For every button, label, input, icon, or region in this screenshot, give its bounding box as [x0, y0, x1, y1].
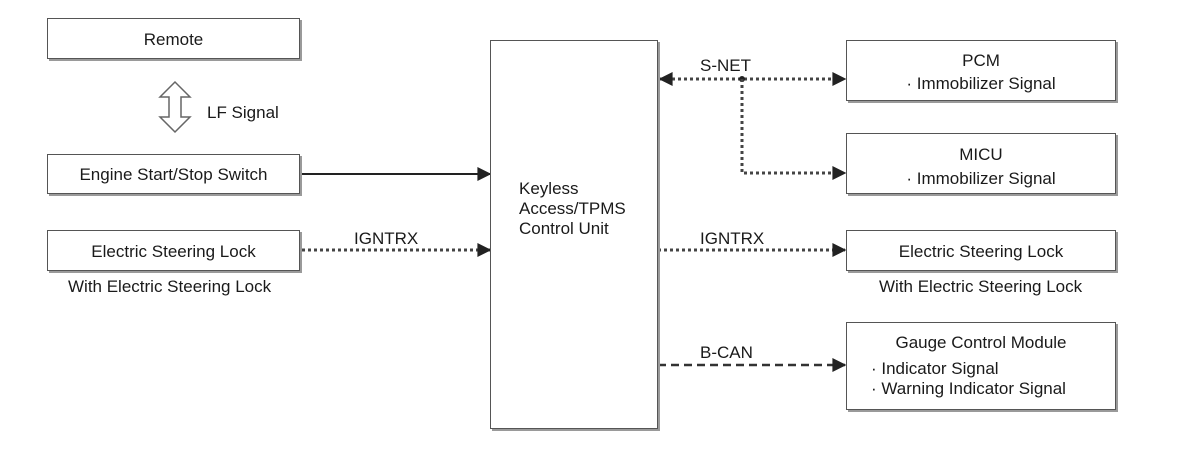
steering-lock-left-box: Electric Steering Lock: [47, 230, 300, 271]
gauge-title: Gauge Control Module: [895, 333, 1067, 352]
ignt-left-label: IGNTRX: [354, 229, 419, 248]
gauge-box: Gauge Control Module · Indicator Signal …: [846, 322, 1116, 410]
pcm-title: PCM: [962, 51, 1000, 70]
steering-lock-right-label: Electric Steering Lock: [898, 242, 1064, 261]
steering-lock-right-box: Electric Steering Lock: [846, 230, 1116, 271]
lf-signal-arrow: [158, 80, 192, 134]
pcm-box: PCM · Immobilizer Signal: [846, 40, 1116, 101]
control-unit-line3: Control Unit: [519, 219, 609, 238]
micu-title: MICU: [959, 145, 1003, 164]
pcm-signal: · Immobilizer Signal: [906, 74, 1056, 93]
remote-label: Remote: [143, 30, 204, 49]
control-unit-line1: Keyless: [519, 179, 579, 198]
bcan-label: B-CAN: [700, 343, 753, 362]
remote-box: Remote: [47, 18, 300, 59]
snet-branch-line: [740, 79, 847, 180]
steering-lock-left-label: Electric Steering Lock: [91, 242, 256, 261]
control-unit-box: Keyless Access/TPMS Control Unit: [490, 40, 658, 429]
engine-switch-label: Engine Start/Stop Switch: [79, 165, 268, 184]
ignt-right-label: IGNTRX: [700, 229, 765, 248]
lf-signal-label: LF Signal: [207, 103, 279, 122]
micu-signal: · Immobilizer Signal: [906, 169, 1056, 188]
gauge-signal-2: · Warning Indicator Signal: [871, 379, 1066, 398]
steering-lock-left-caption: With Electric Steering Lock: [68, 277, 272, 296]
control-unit-line2: Access/TPMS: [519, 199, 626, 218]
engine-switch-box: Engine Start/Stop Switch: [47, 154, 300, 194]
micu-box: MICU · Immobilizer Signal: [846, 133, 1116, 194]
steering-lock-right-caption: With Electric Steering Lock: [879, 277, 1083, 296]
snet-label: S-NET: [700, 56, 751, 75]
gauge-signal-1: · Indicator Signal: [871, 359, 999, 378]
